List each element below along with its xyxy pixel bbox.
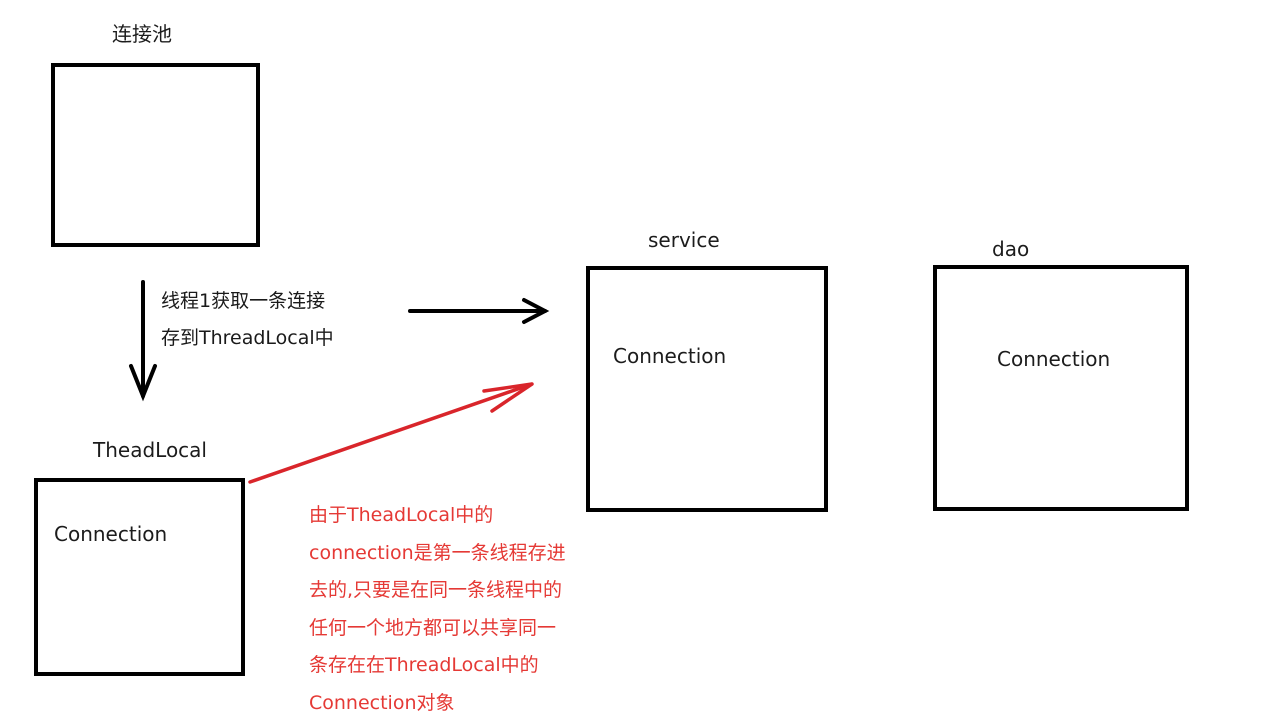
red-note-line-1: 由于TheadLocal中的 bbox=[309, 504, 494, 526]
step-note-line-2: 存到ThreadLocal中 bbox=[161, 327, 334, 349]
arrow-right-head bbox=[522, 298, 550, 324]
red-note-line-4: 任何一个地方都可以共享同一 bbox=[309, 616, 557, 639]
connection-pool-box bbox=[51, 63, 260, 247]
red-note-line-6: Connection对象 bbox=[309, 691, 455, 714]
step-note-line-1: 线程1获取一条连接 bbox=[161, 290, 326, 312]
red-note-line-2: connection是第一条线程存进 bbox=[309, 541, 566, 564]
red-arrow-head bbox=[482, 382, 533, 413]
service-box: Connection bbox=[586, 266, 828, 512]
red-annotation: 由于TheadLocal中的 connection是第一条线程存进 去的,只要是… bbox=[309, 497, 566, 722]
red-arrow-shaft bbox=[248, 382, 534, 484]
service-title: service bbox=[648, 228, 720, 252]
arrow-down-head bbox=[129, 364, 157, 402]
red-note-line-3: 去的,只要是在同一条线程中的 bbox=[309, 579, 563, 601]
arrow-pool-to-threadlocal bbox=[129, 280, 157, 402]
dao-box: Connection bbox=[933, 265, 1189, 511]
red-arrow-threadlocal-to-service bbox=[248, 382, 534, 484]
red-note-line-5: 条存在在ThreadLocal中的 bbox=[309, 654, 539, 676]
threadlocal-connection-label: Connection bbox=[54, 522, 168, 546]
threadlocal-title: TheadLocal bbox=[93, 438, 207, 462]
service-connection-label: Connection bbox=[613, 344, 727, 368]
dao-connection-label: Connection bbox=[997, 347, 1111, 371]
pool-title: 连接池 bbox=[112, 22, 172, 46]
arrow-to-service bbox=[408, 298, 550, 324]
threadlocal-box: Connection bbox=[34, 478, 245, 676]
dao-title: dao bbox=[992, 237, 1030, 261]
